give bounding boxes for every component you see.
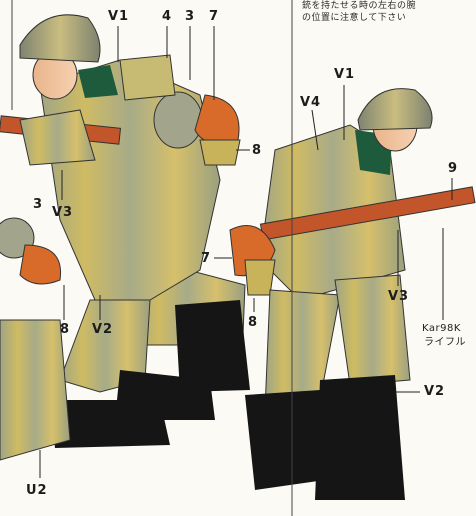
- callout-right-v1: V1: [334, 68, 355, 81]
- callout-right-v2: V2: [424, 385, 445, 398]
- instruction-note-line-1: 銃を持たせる時の左右の腕: [302, 0, 474, 12]
- left-soldier-pack: [120, 55, 175, 100]
- callout-left-v1: V1: [108, 10, 129, 23]
- left-soldier-gas-mask-canister: [154, 92, 202, 148]
- callout-left-v2: V2: [92, 323, 113, 336]
- callout-left-u2: U2: [26, 484, 48, 497]
- callout-left-7: 7: [209, 10, 219, 23]
- left-soldier-helmet: [20, 15, 100, 62]
- callout-right-v3: V3: [388, 290, 409, 303]
- right-soldier-helmet: [358, 89, 432, 130]
- callout-left-4: 4: [162, 10, 172, 23]
- callout-left-3: 3: [185, 10, 195, 23]
- callout-right-rifle-model: Kar98K: [422, 324, 461, 334]
- callout-left-lower-3: 3: [33, 198, 43, 211]
- right-soldier-boot-rear: [245, 390, 325, 490]
- left-soldier-lower-canteen: [20, 245, 61, 284]
- left-soldier-kneeling-leg: [0, 320, 70, 460]
- callout-right-8: 8: [248, 316, 258, 329]
- right-soldier-boot-front: [315, 375, 405, 500]
- callout-left-8: 8: [252, 144, 262, 157]
- callout-left-lower-8: 8: [60, 323, 70, 336]
- callout-left-v3: V3: [52, 206, 73, 219]
- callout-right-9: 9: [448, 162, 458, 175]
- instruction-note-line-2: の位置に注意して下さい: [302, 12, 474, 24]
- callout-right-7: 7: [201, 252, 211, 265]
- callout-right-rifle-word: ライフル: [424, 338, 466, 348]
- callout-right-v4: V4: [300, 96, 321, 109]
- left-soldier-figure: [0, 15, 250, 460]
- instruction-note: 銃を持たせる時の左右の腕 の位置に注意して下さい: [302, 0, 474, 24]
- right-soldier-figure: [230, 89, 475, 500]
- left-soldier-bread-bag: [200, 140, 240, 165]
